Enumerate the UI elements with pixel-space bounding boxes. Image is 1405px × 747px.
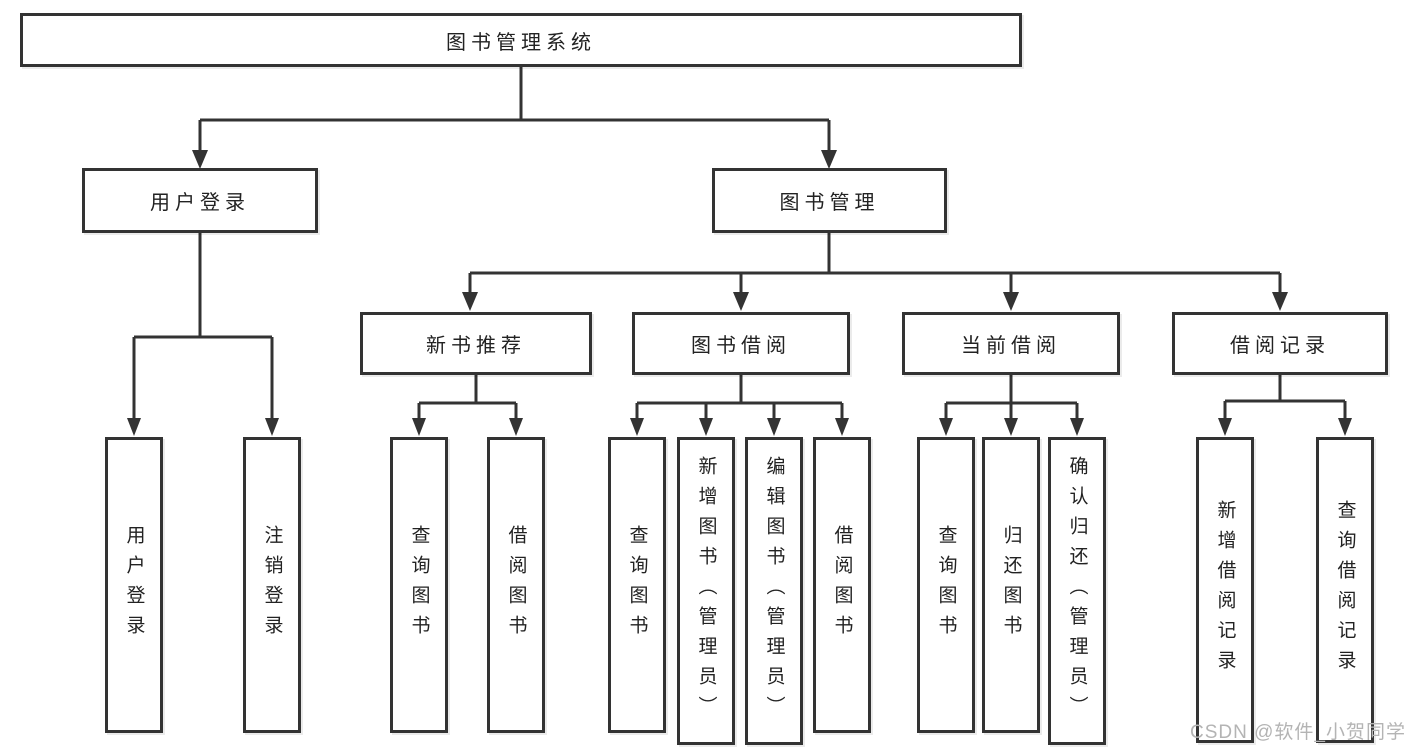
arrowheads-level2 [462, 292, 1288, 311]
connector-root-to-level1 [198, 67, 831, 153]
connector-records-to-leaves [1223, 375, 1347, 420]
node-current-borrow: 当前借阅 [902, 312, 1120, 375]
leaf-recommend-query-books: 查询图书 [390, 437, 448, 733]
leaf-borrow-edit-books-admin: 编辑图书（管理员） [745, 437, 803, 745]
leaf-borrow-borrow-books-label: 借阅图书 [831, 525, 853, 645]
leaf-borrow-edit-books-admin-label: 编辑图书（管理员） [763, 456, 785, 726]
node-book-borrow: 图书借阅 [632, 312, 850, 375]
leaf-borrow-query-books-label: 查询图书 [626, 525, 648, 645]
leaf-borrow-add-books-admin: 新增图书（管理员） [677, 437, 735, 745]
node-new-book-recommend-label: 新书推荐 [426, 335, 526, 357]
connector-login-to-leaves [132, 233, 274, 420]
node-book-mgmt-label: 图书管理 [779, 192, 880, 214]
node-borrow-records-label: 借阅记录 [1230, 335, 1330, 357]
node-book-borrow-label: 图书借阅 [691, 335, 791, 357]
leaf-borrow-borrow-books: 借阅图书 [813, 437, 871, 733]
node-root-label: 图书管理系统 [446, 31, 596, 54]
leaf-current-return-books-label: 归还图书 [1000, 525, 1022, 645]
leaf-current-confirm-return-admin-label: 确认归还（管理员） [1066, 456, 1088, 726]
connector-recommend-to-leaves [417, 375, 518, 420]
leaf-recommend-query-books-label: 查询图书 [408, 525, 430, 645]
connector-current-to-leaves [944, 375, 1079, 420]
leaf-records-add-record: 新增借阅记录 [1196, 437, 1254, 743]
leaf-recommend-borrow-books: 借阅图书 [487, 437, 545, 733]
connector-mgmt-to-level2 [468, 233, 1282, 294]
node-book-mgmt: 图书管理 [712, 168, 947, 233]
node-user-login: 用户登录 [82, 168, 318, 233]
node-current-borrow-label: 当前借阅 [961, 335, 1061, 357]
leaf-user-login-label: 用户登录 [123, 525, 145, 645]
leaf-user-login: 用户登录 [105, 437, 163, 733]
connector-borrow-to-leaves [635, 375, 844, 420]
node-user-login-label: 用户登录 [150, 192, 250, 214]
leaf-current-return-books: 归还图书 [982, 437, 1040, 733]
node-new-book-recommend: 新书推荐 [360, 312, 592, 375]
leaf-current-query-books: 查询图书 [917, 437, 975, 733]
leaf-logout-label: 注销登录 [261, 525, 283, 645]
leaf-current-confirm-return-admin: 确认归还（管理员） [1048, 437, 1106, 745]
leaf-borrow-query-books: 查询图书 [608, 437, 666, 733]
leaf-current-query-books-label: 查询图书 [935, 525, 957, 645]
leaf-recommend-borrow-books-label: 借阅图书 [505, 525, 527, 645]
leaf-logout: 注销登录 [243, 437, 301, 733]
leaf-records-add-record-label: 新增借阅记录 [1214, 500, 1236, 680]
arrowheads-level1 [192, 150, 837, 169]
node-borrow-records: 借阅记录 [1172, 312, 1388, 375]
leaf-records-query-record-label: 查询借阅记录 [1334, 500, 1356, 680]
leaf-records-query-record: 查询借阅记录 [1316, 437, 1374, 743]
arrowheads-leaves [127, 418, 1352, 436]
node-root: 图书管理系统 [20, 13, 1022, 67]
leaf-borrow-add-books-admin-label: 新增图书（管理员） [695, 456, 717, 726]
csdn-watermark: CSDN @软件_小贺同学 [1190, 722, 1405, 743]
